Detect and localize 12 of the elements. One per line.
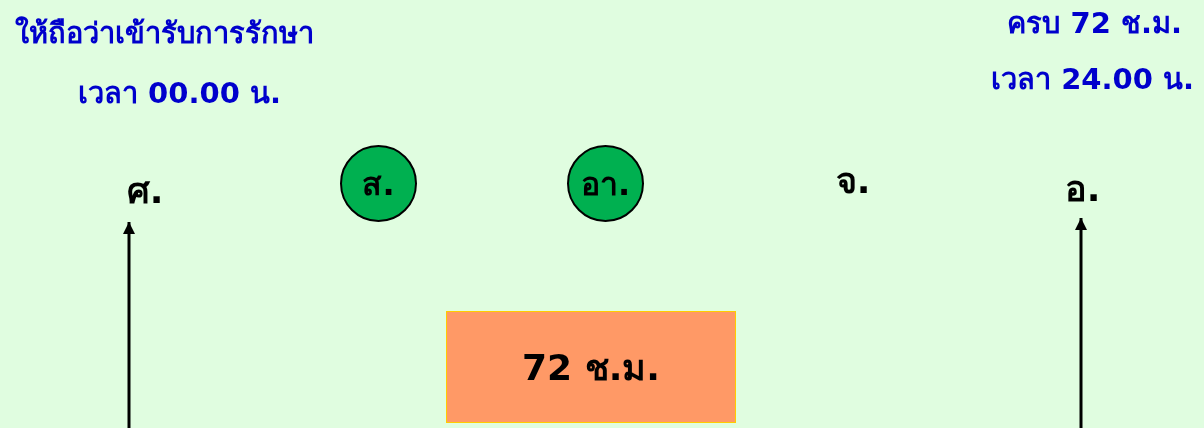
day-circle: ส. xyxy=(340,145,417,222)
day-label: ศ. xyxy=(110,160,180,220)
day-label: จ. xyxy=(818,155,888,205)
note-text: ครบ 72 ช.ม. xyxy=(1007,8,1182,40)
day-label: อ. xyxy=(1045,160,1120,216)
note-text: ให้ถือว่าเข้ารับการรักษา xyxy=(15,18,314,50)
duration-box: 72 ช.ม. xyxy=(446,311,736,423)
arrow xyxy=(123,222,135,428)
day-circle: อา. xyxy=(567,145,644,222)
arrow xyxy=(1075,218,1087,428)
note-text: เวลา 24.00 น. xyxy=(991,64,1194,96)
note-text: เวลา 00.00 น. xyxy=(78,78,281,110)
